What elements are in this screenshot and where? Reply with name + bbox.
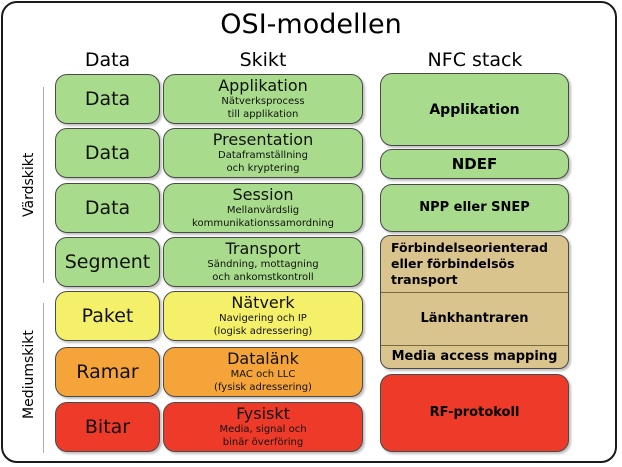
data-unit-box: Bitar	[55, 402, 160, 452]
layer-description-line: binär överföring	[222, 437, 304, 448]
nfc-transport-line-2: eller förbindelsös	[391, 255, 515, 271]
host-layers-label: Värdskikt	[21, 152, 37, 218]
nfc-media-label: Media access mapping	[391, 349, 558, 364]
data-unit-box: Paket	[55, 291, 160, 341]
layer-description-line: Nätverksprocess	[221, 96, 305, 107]
data-unit-box: Data	[55, 74, 160, 124]
data-unit-label: Data	[84, 88, 131, 110]
nfc-rf-label: RF-protokoll	[429, 405, 520, 420]
nfc-ndef-label: NDEF	[451, 155, 498, 173]
data-unit-box: Segment	[55, 237, 160, 287]
layer-description-line: Media, signal och	[219, 424, 307, 435]
data-unit-label: Data	[84, 197, 131, 219]
layer-description-line: Dataframställning	[218, 150, 308, 161]
layer-description-line: och ankomstkontroll	[212, 272, 314, 283]
data-unit-label: Paket	[81, 305, 134, 327]
host-layers-bracket	[43, 87, 44, 283]
layer-name: Nätverk	[231, 293, 295, 312]
layer-name: Transport	[225, 239, 301, 258]
column-header-skikt: Skikt	[239, 49, 287, 71]
nfc-llc-group: Förbindelseorienterad eller förbindelsös…	[380, 235, 569, 369]
layer-description-line: och kryptering	[226, 163, 300, 174]
nfc-applikation-box: Applikation	[380, 73, 569, 146]
nfc-transport-line-3: transport	[391, 271, 458, 287]
data-unit-label: Data	[84, 142, 131, 164]
data-unit-label: Bitar	[84, 416, 131, 438]
nfc-link-label: Länkhantraren	[420, 311, 529, 326]
layer-description-line: (fysisk adressering)	[214, 382, 312, 393]
data-unit-label: Ramar	[76, 361, 139, 383]
layer-description-line: Sändning, mottagning	[207, 259, 319, 270]
column-header-nfc: NFC stack	[427, 49, 523, 71]
layer-description-line: Navigering och IP	[219, 313, 307, 324]
diagram-frame: OSI-modellen Data Skikt NFC stack Värdsk…	[1, 1, 617, 463]
data-unit-box: Data	[55, 128, 160, 178]
media-layers-bracket	[43, 303, 44, 453]
layer-name: Fysiskt	[236, 404, 290, 423]
nfc-separator-2	[381, 345, 568, 346]
media-layers-label: Mediumskikt	[21, 330, 37, 420]
data-unit-box: Ramar	[55, 347, 160, 397]
nfc-applikation-label: Applikation	[429, 101, 520, 118]
layer-name: Datalänk	[227, 349, 299, 368]
nfc-npp-box: NPP eller SNEP	[380, 184, 569, 232]
nfc-transport-line-1: Förbindelseorienterad	[391, 239, 548, 255]
layer-description-line: till applikation	[227, 109, 299, 120]
nfc-rf-box: RF-protokoll	[380, 374, 569, 452]
layer-name: Applikation	[218, 76, 308, 95]
nfc-media-section: Media access mapping	[381, 346, 568, 368]
layer-name: Presentation	[212, 130, 314, 149]
nfc-separator-1	[381, 292, 568, 293]
layer-description-line: MAC och LLC	[230, 369, 296, 380]
column-header-data: Data	[84, 49, 131, 71]
layer-name: Session	[232, 185, 294, 204]
nfc-ndef-box: NDEF	[380, 149, 569, 179]
data-unit-box: Data	[55, 183, 160, 233]
diagram-title: OSI-modellen	[220, 9, 402, 40]
nfc-link-section: Länkhantraren	[381, 293, 568, 345]
layer-description-line: kommunikationssamordning	[192, 218, 334, 229]
layer-description-line: Mellanvärdslig	[226, 205, 300, 216]
nfc-npp-label: NPP eller SNEP	[419, 200, 530, 215]
layer-description-line: (logisk adressering)	[213, 326, 313, 337]
nfc-transport-section: Förbindelseorienterad eller förbindelsös…	[381, 236, 568, 291]
data-unit-label: Segment	[64, 251, 151, 273]
